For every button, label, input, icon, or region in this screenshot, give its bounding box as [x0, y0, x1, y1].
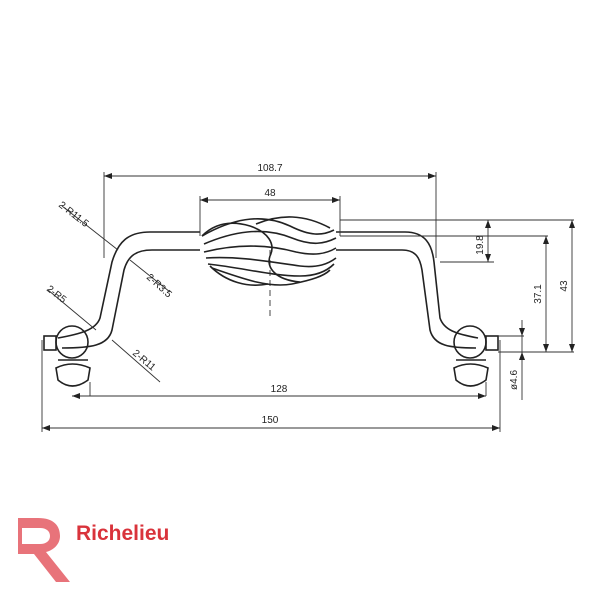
dim-verticals: 19.8 37.1 43 ø4.6: [340, 219, 575, 400]
handle-outline: [57, 231, 479, 349]
brand-r-mark-icon: [18, 518, 70, 582]
dim-cage-length-label: 48: [264, 188, 276, 199]
radius-top-label: 2-R11.5: [56, 200, 91, 230]
dim-top-length-label: 108.7: [257, 163, 282, 174]
radius-callouts: 2-R11.5 2-R3.5 2-R5 2-R11: [44, 200, 174, 383]
radius-lower-label: 2-R11: [130, 348, 158, 374]
dim-cage-height-label: 19.8: [475, 235, 486, 255]
dim-overall-length-label: 150: [262, 415, 279, 426]
brand-name: Richelieu: [76, 522, 170, 545]
left-post: [43, 325, 91, 396]
dim-total-height-label: 43: [559, 280, 570, 292]
dim-screw-dia-label: ø4.6: [509, 370, 520, 390]
dim-base-height-label: 37.1: [533, 284, 544, 304]
dim-top-length: 108.7: [103, 163, 437, 258]
dim-hole-spacing: 128: [72, 384, 486, 399]
dim-hole-spacing-label: 128: [271, 384, 288, 395]
dim-cage-length: 48: [199, 188, 341, 236]
dim-overall-length: 150: [41, 340, 501, 432]
brand-logo: Richelieu: [14, 512, 214, 584]
right-post: [453, 325, 499, 396]
radius-small-label: 2-R5: [44, 284, 68, 306]
radius-inner-label: 2-R3.5: [144, 272, 174, 301]
twisted-cage: [201, 216, 337, 286]
